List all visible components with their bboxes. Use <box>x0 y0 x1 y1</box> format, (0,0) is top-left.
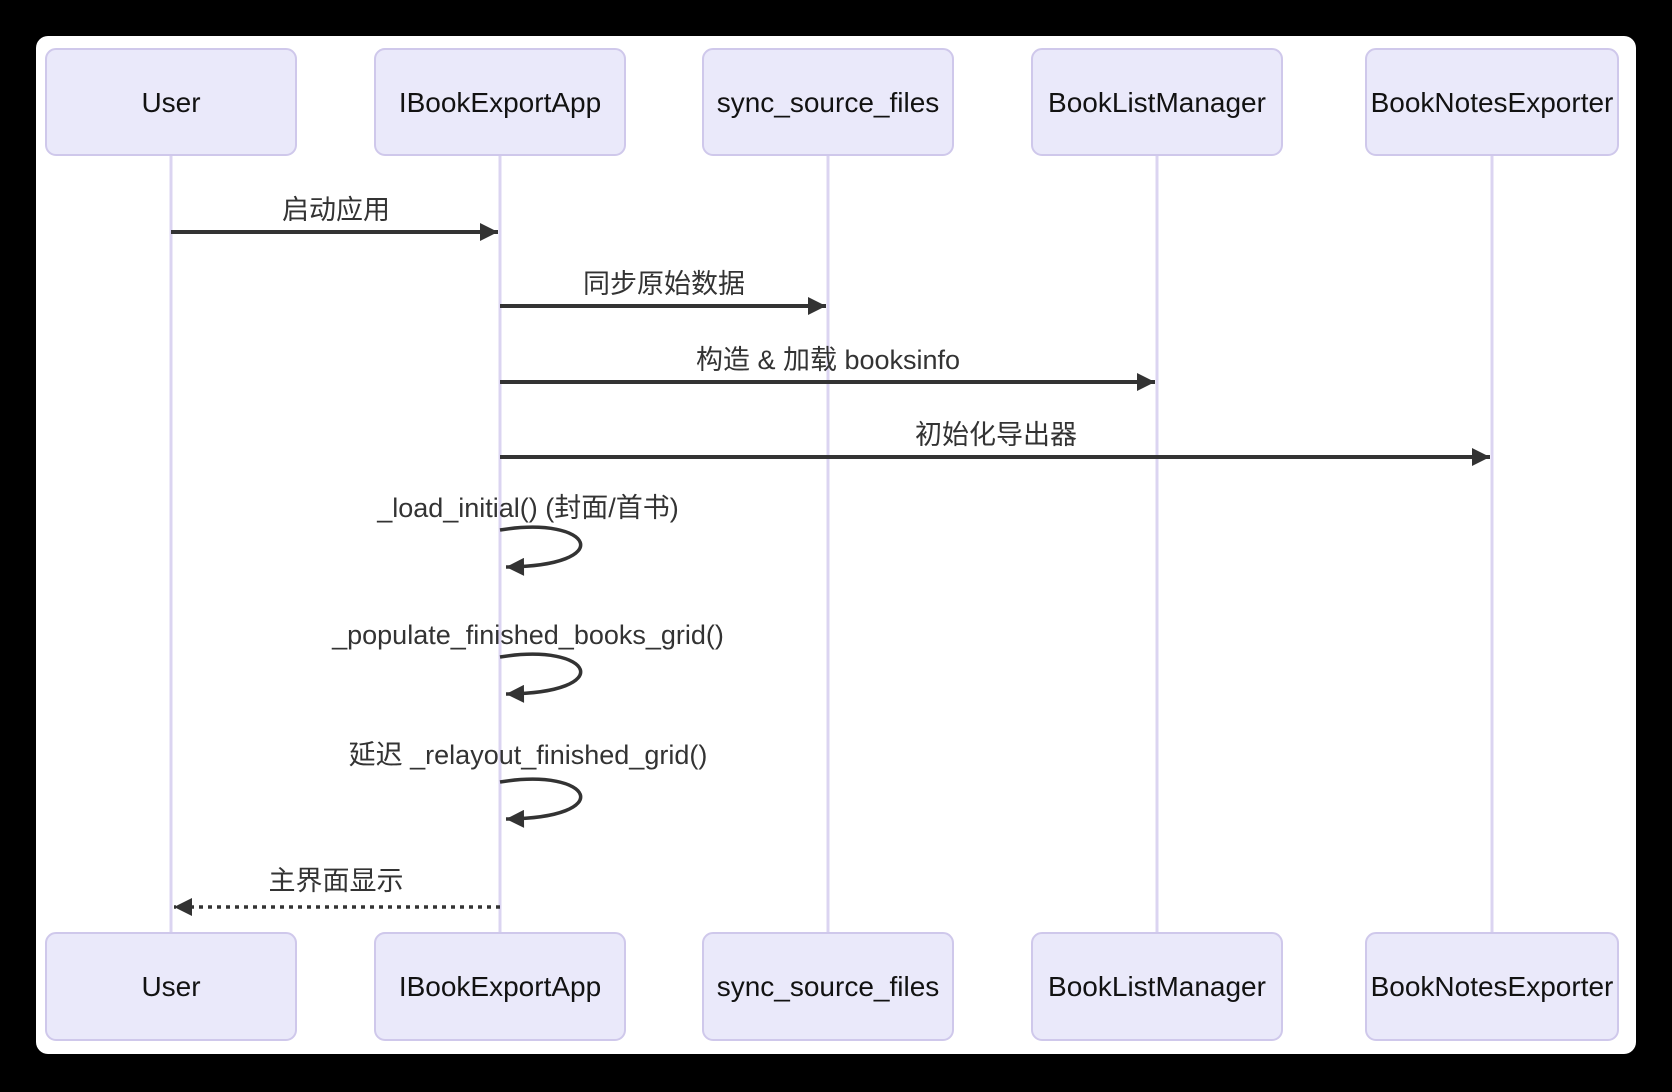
participant-box-sync-source-files-bottom <box>702 932 954 1041</box>
message-label-start-app: 启动应用 <box>282 195 390 225</box>
self-message-loop-populate-finished-books-grid <box>499 652 583 703</box>
message-label-sync-raw-data: 同步原始数据 <box>583 269 745 299</box>
participant-box-user-bottom <box>45 932 297 1041</box>
participant-box-booknotesexporter-bottom <box>1365 932 1619 1041</box>
participant-box-booknotesexporter-top <box>1365 48 1619 156</box>
participant-box-sync-source-files-top <box>702 48 954 156</box>
self-message-loop-load-initial <box>499 525 583 576</box>
participant-label-user-top: User <box>141 87 200 118</box>
participant-label-booknotesexporter-bottom: BookNotesExporter <box>1371 971 1614 1002</box>
participant-box-booklistmanager-bottom <box>1031 932 1283 1041</box>
sequence-diagram: User IBookExportApp sync_source_files Bo… <box>45 48 1619 1041</box>
participant-label-booklistmanager-bottom: BookListManager <box>1048 971 1266 1002</box>
message-label-main-ui-shown: 主界面显示 <box>269 866 404 896</box>
self-message-label-load-initial: _load_initial() (封面/首书) <box>376 493 679 523</box>
participant-label-booklistmanager-top: BookListManager <box>1048 87 1266 118</box>
participant-box-ibookexportapp-top <box>374 48 626 156</box>
message-label-load-booksinfo: 构造 & 加载 booksinfo <box>696 345 960 375</box>
message-label-init-exporter: 初始化导出器 <box>915 420 1077 450</box>
participant-label-sync-source-files-bottom: sync_source_files <box>717 971 940 1002</box>
self-message-loop-relayout-finished-grid <box>499 777 583 828</box>
participant-label-ibookexportapp-top: IBookExportApp <box>399 87 601 118</box>
participant-box-ibookexportapp-bottom <box>374 932 626 1041</box>
participant-label-ibookexportapp-bottom: IBookExportApp <box>399 971 601 1002</box>
participant-box-user-top <box>45 48 297 156</box>
participant-label-booknotesexporter-top: BookNotesExporter <box>1371 87 1614 118</box>
diagram-surface: User IBookExportApp sync_source_files Bo… <box>36 36 1636 1054</box>
participant-label-sync-source-files-top: sync_source_files <box>717 87 940 118</box>
self-message-label-relayout-finished-grid: 延迟 _relayout_finished_grid() <box>349 740 708 770</box>
participant-box-booklistmanager-top <box>1031 48 1283 156</box>
participant-label-user-bottom: User <box>141 971 200 1002</box>
self-message-label-populate-finished-books-grid: _populate_finished_books_grid() <box>331 620 724 650</box>
